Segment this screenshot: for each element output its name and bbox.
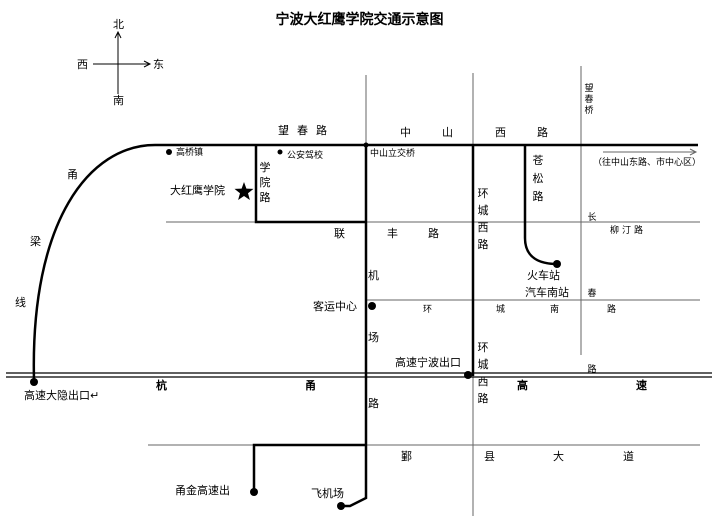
gaoqiao-town-label: 高桥镇	[176, 148, 204, 158]
zhongshan-bridge-label: 中山立交桥	[370, 149, 416, 159]
wangchun-bridge-label: 望春桥	[584, 84, 594, 116]
ningbo-exit-dot	[464, 371, 472, 379]
gaoqiao-dot	[166, 149, 172, 155]
train-station-label: 火车站	[527, 269, 560, 282]
huancheng-south-label-1: 环	[423, 305, 433, 315]
zhongshan-label-3: 西	[495, 126, 506, 139]
compass-west: 西	[77, 58, 88, 71]
huancheng-south-label-2: 城	[496, 305, 506, 315]
zhongshan-bridge-dot	[363, 142, 369, 148]
police-school-dot	[277, 149, 283, 155]
compass-east: 东	[153, 58, 164, 71]
hangyong-expressway-line	[6, 372, 712, 378]
cangsong-road-line	[523, 145, 558, 266]
compass	[93, 30, 152, 94]
yongliang-road-line	[32, 143, 156, 381]
jichang-label-3: 路	[368, 397, 379, 410]
bus-south-label: 汽车南站	[525, 286, 569, 299]
dayin-exit-label: 高速大隐出口↵	[24, 389, 100, 402]
ningbo-exit-label: 高速宁波出口	[395, 356, 461, 369]
bus-center-dot	[368, 302, 376, 310]
bus-center-label: 客运中心	[313, 300, 357, 313]
police-school-label: 公安驾校	[287, 151, 324, 161]
jichang-label-2: 场	[368, 331, 379, 344]
hangyong-label-3: 高	[517, 379, 528, 392]
xueyuan-road-line	[254, 145, 366, 224]
train-station-dot	[553, 260, 561, 268]
yongjin-spur-line	[252, 443, 366, 492]
yinxian-label-3: 大	[553, 450, 564, 463]
huancheng-west-label: 环城西路	[477, 187, 489, 251]
to-city-arrowhead	[689, 148, 698, 156]
to-city-label: （往中山东路、市中心区）	[593, 158, 702, 168]
zhongshan-label-4: 路	[537, 126, 548, 139]
airport-spur-line	[342, 445, 368, 508]
hangyong-label-2: 甬	[305, 379, 316, 392]
yongliang-label-1: 甬	[67, 168, 78, 181]
huancheng-south-label-3: 南	[550, 305, 560, 315]
yongjin-exit-label: 甬金高速出	[175, 484, 230, 497]
huancheng-west-label-2: 环城西路	[477, 341, 489, 405]
dayin-exit-dot	[30, 378, 38, 386]
hangyong-label-4: 速	[636, 379, 647, 392]
huancheng-south-label-4: 路	[607, 305, 617, 315]
cangsong-road-label: 苍松路	[532, 154, 544, 203]
yinxian-label-1: 鄞	[401, 450, 412, 463]
school-star-icon	[234, 182, 254, 200]
yongliang-label-2: 梁	[30, 235, 41, 248]
yinxian-label-2: 县	[484, 450, 495, 463]
page-title: 宁波大红鹰学院交通示意图	[275, 12, 444, 28]
airport-dot	[337, 502, 345, 510]
lianfeng-label-3: 路	[428, 227, 439, 240]
zhongshan-label-1: 中	[400, 126, 411, 139]
compass-north: 北	[113, 18, 124, 31]
yongjin-exit-dot	[250, 488, 258, 496]
compass-south: 南	[113, 94, 124, 107]
yinxian-label-4: 道	[623, 450, 634, 463]
xueyuan-road-label: 学院路	[259, 161, 271, 204]
zhongshan-label-2: 山	[442, 126, 453, 139]
yongliang-label-3: 线	[15, 296, 26, 309]
changchun-road-label: 长春路	[587, 213, 597, 375]
liuting-road-label: 柳汀路	[610, 226, 647, 236]
jichang-label-1: 机	[368, 269, 379, 282]
lianfeng-label-2: 丰	[387, 227, 398, 240]
airport-label: 飞机场	[311, 487, 344, 500]
hangyong-label-1: 杭	[156, 379, 167, 392]
lianfeng-label-1: 联	[334, 227, 345, 240]
wangchun-road-label: 望春路	[278, 124, 335, 137]
school-label: 大红鹰学院	[170, 184, 225, 197]
